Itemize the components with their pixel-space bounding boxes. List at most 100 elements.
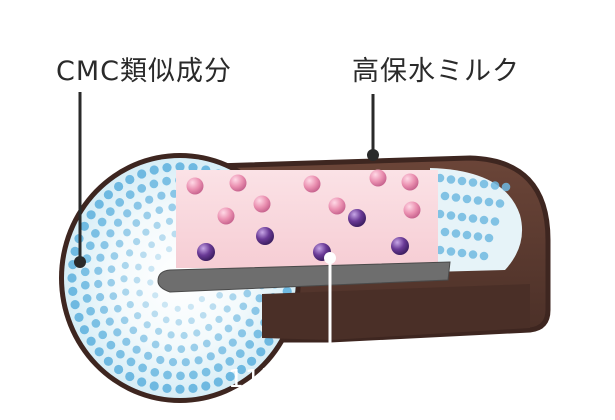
cmc-dot [68, 286, 78, 296]
cmc-dot [126, 249, 134, 257]
cmc-dot [70, 300, 80, 310]
cmc-dot [142, 228, 150, 236]
cmc-dot [462, 230, 472, 240]
cmc-dot [243, 289, 252, 298]
cmc-dot [162, 383, 172, 393]
cmc-dot [167, 331, 175, 339]
cmc-dot [70, 246, 80, 256]
cmc-dot [164, 344, 173, 352]
cmc-dot [133, 276, 141, 284]
cmc-dot [224, 324, 233, 333]
cmc-dot [202, 339, 211, 348]
cmc-dot [168, 203, 177, 212]
cmc-dot [161, 301, 168, 308]
cmc-dot [468, 178, 478, 187]
pink-moisture-sphere-icon [253, 195, 271, 213]
cmc-dot [446, 247, 456, 256]
cmc-dot [132, 345, 141, 354]
purple-amino-acid-sphere-icon [197, 243, 215, 261]
cmc-dot [214, 333, 223, 341]
cmc-dot [479, 251, 489, 261]
purple-amino-acid-sphere-icon [348, 209, 366, 227]
cmc-dot [490, 181, 500, 190]
cmc-dot [194, 356, 203, 365]
cmc-dot [155, 206, 164, 215]
cmc-dot [251, 306, 260, 315]
cmc-dot [106, 229, 115, 238]
cmc-dot [79, 221, 89, 231]
cmc-dot [162, 316, 170, 324]
cmc-dot [148, 241, 155, 249]
cmc-dot [216, 291, 223, 299]
cmc-dot [147, 279, 154, 286]
cmc-dot [175, 162, 185, 172]
cmc-dot [188, 317, 195, 325]
cmc-dot [473, 196, 483, 205]
cmc-dot [495, 199, 505, 208]
cmc-dot [484, 197, 494, 207]
purple-amino-acid-sphere-icon [256, 227, 274, 245]
cmc-dot [144, 351, 153, 360]
cmc-dot [163, 370, 172, 380]
milk-label: 高保水ミルク [352, 56, 520, 87]
cmc-dot [174, 305, 181, 312]
cmc-dot [177, 345, 186, 353]
cmc-dot [151, 340, 160, 349]
cmc-dot [100, 241, 109, 250]
cmc-dot [106, 340, 116, 350]
cmc-dot [116, 349, 125, 359]
cmc-dot [236, 364, 246, 375]
cmc-dot [107, 278, 116, 287]
cmc-dot [85, 241, 95, 251]
cmc-dot [225, 371, 235, 382]
cmc-dot [132, 219, 141, 227]
cmc-dot [149, 179, 159, 189]
cmc-dot [253, 329, 263, 339]
cmc-dot [479, 179, 489, 189]
cmc-dot [96, 293, 105, 302]
cmc-dot [138, 363, 147, 373]
cmc-dot [155, 253, 162, 260]
cmc-dot [468, 214, 478, 223]
cmc-dot [134, 312, 142, 320]
cmc-dot [148, 265, 155, 272]
cmc-dot [473, 232, 483, 241]
cmc-leader-dot [74, 256, 86, 268]
cmc-dot [189, 370, 198, 380]
cmc-dot [223, 305, 231, 313]
cmc-dot [168, 358, 178, 367]
cmc-dot [74, 312, 84, 322]
cmc-dot [228, 338, 237, 347]
cmc-dot [113, 218, 123, 227]
cmc-dot [121, 261, 129, 270]
cmc-dot [153, 221, 161, 229]
hair-core [157, 261, 451, 293]
cmc-dot [94, 279, 103, 289]
cmc-dot [149, 381, 159, 391]
cmc-dot [139, 334, 148, 343]
cmc-dot [239, 302, 248, 311]
cmc-dot [193, 329, 201, 337]
cmc-dot [140, 251, 147, 259]
cmc-dot [175, 384, 185, 394]
cmc-dot [91, 229, 100, 238]
pink-moisture-sphere-icon [303, 175, 321, 193]
cmc-dot [94, 199, 104, 209]
cmc-dot [440, 191, 450, 201]
amino-leader-dot [324, 252, 336, 264]
cmc-dot [105, 317, 114, 326]
cmc-dot [457, 212, 467, 222]
cmc-dot [155, 327, 163, 335]
cmc-dot [188, 163, 198, 173]
cmc-dot [484, 233, 494, 243]
cmc-dot [150, 367, 160, 377]
cmc-dot [107, 265, 116, 274]
cmc-dot [97, 217, 107, 227]
cmc-dot [188, 383, 198, 393]
cmc-dot [218, 346, 227, 355]
cmc-dot [225, 357, 235, 366]
cmc-dot [479, 215, 489, 225]
cmc-dot [103, 356, 113, 366]
